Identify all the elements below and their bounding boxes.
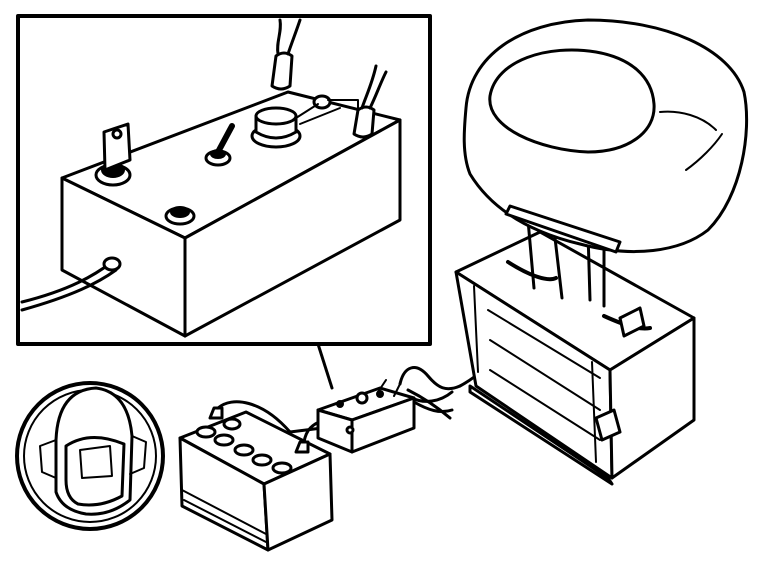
inset-control-box (60, 90, 402, 338)
welding-helmet-icon (15, 381, 165, 531)
battery (178, 400, 334, 552)
inset-cable (20, 256, 122, 312)
control-box (316, 379, 416, 454)
detail-inset (16, 14, 432, 390)
right-cable-entry (352, 64, 388, 139)
toggle-switch-icon (204, 123, 235, 167)
top-cable-entry (270, 18, 302, 91)
helmet-stand-box (454, 210, 696, 486)
key-switch-icon (94, 122, 132, 187)
push-button-icon (250, 106, 302, 149)
front-knob-icon (164, 206, 196, 226)
headpiece (462, 18, 749, 254)
